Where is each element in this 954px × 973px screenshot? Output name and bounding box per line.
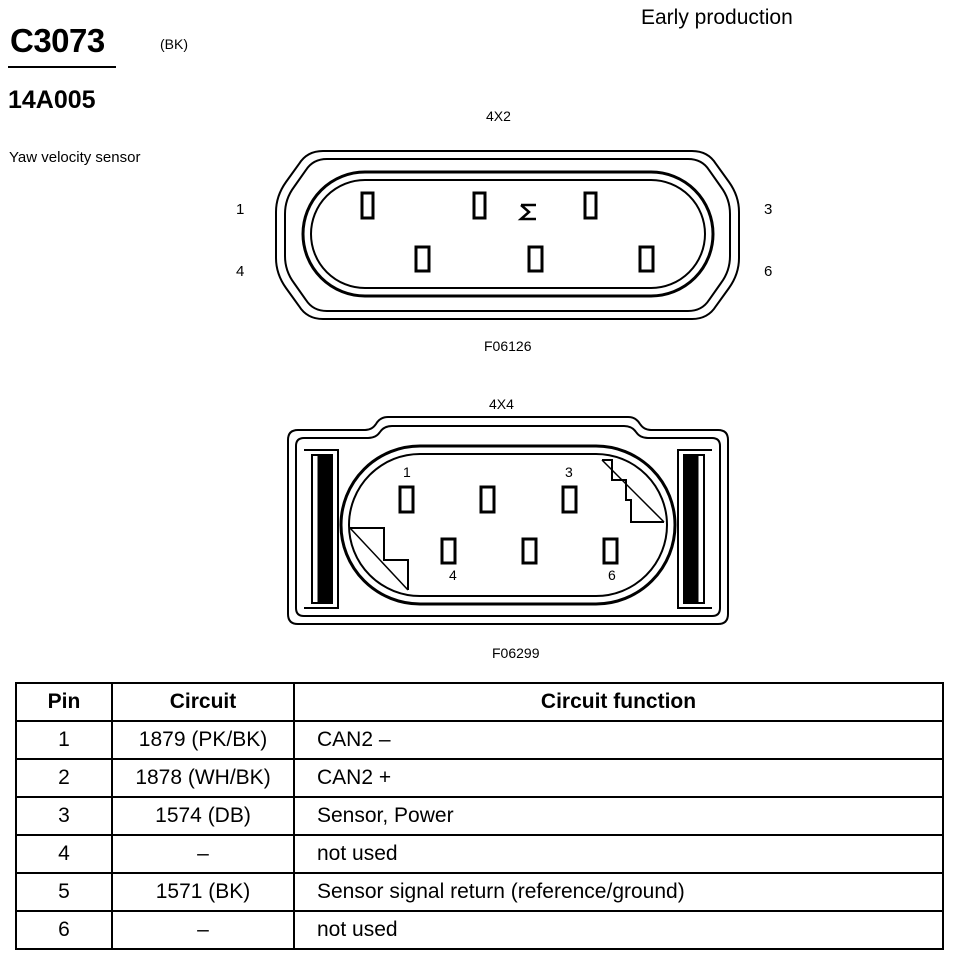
header-pin: Pin — [15, 682, 113, 722]
view-4x2-pin-cavity-5 — [527, 245, 544, 273]
view-4x2-pin-cavity-6 — [638, 245, 655, 273]
view-4x4-pin-cavity-4 — [440, 537, 457, 565]
view-4x2-pin-cavity-4 — [414, 245, 431, 273]
circuit-cell: 1574 (DB) — [111, 796, 295, 836]
pin-cell: 4 — [15, 834, 113, 874]
view-4x4-pin-label-1: 1 — [403, 464, 411, 480]
view-4x4-pin-cavity-1 — [398, 485, 415, 514]
view-4x2-pin-label-3: 3 — [764, 201, 773, 218]
view-4x4-type-label: 4X4 — [489, 396, 514, 412]
view-4x2-pin-label-6: 6 — [764, 263, 773, 280]
component-description: Yaw velocity sensor — [9, 149, 141, 166]
pin-cell: 2 — [15, 758, 113, 798]
table-row: 5 1571 (BK) Sensor signal return (refere… — [15, 872, 944, 912]
circuit-cell: 1879 (PK/BK) — [111, 720, 295, 760]
view-4x2-pin-cavity-1 — [360, 191, 375, 220]
table-row: 4 – not used — [15, 834, 944, 874]
view-4x4-figure-code: F06299 — [492, 645, 540, 661]
table-row: 1 1879 (PK/BK) CAN2 – — [15, 720, 944, 760]
view-4x4-pin-label-4: 4 — [449, 567, 457, 583]
header-circuit: Circuit — [111, 682, 295, 722]
view-4x2-type-label: 4X2 — [486, 108, 511, 124]
view-4x4-pin-label-6: 6 — [608, 567, 616, 583]
function-cell: Sensor signal return (reference/ground) — [293, 872, 944, 912]
connector-id-underline — [8, 66, 116, 68]
circuit-cell: 1571 (BK) — [111, 872, 295, 912]
view-4x2-pin-cavity-2 — [472, 191, 487, 220]
part-number: 14A005 — [8, 86, 96, 114]
view-4x4-pin-cavity-2 — [479, 485, 496, 514]
connector-id: C3073 — [10, 22, 105, 59]
pinout-table: Pin Circuit Circuit function 1 1879 (PK/… — [15, 682, 944, 950]
function-cell: not used — [293, 910, 944, 950]
view-4x2-pin-cavity-3 — [583, 191, 598, 220]
circuit-cell: – — [111, 834, 295, 874]
function-cell: Sensor, Power — [293, 796, 944, 836]
circuit-cell: 1878 (WH/BK) — [111, 758, 295, 798]
connector-color-code: (BK) — [160, 36, 188, 52]
circuit-cell: – — [111, 910, 295, 950]
view-4x2-pin-label-1: 1 — [236, 201, 245, 218]
table-row: 2 1878 (WH/BK) CAN2 + — [15, 758, 944, 798]
pin-cell: 1 — [15, 720, 113, 760]
view-4x4-pin-cavity-6 — [602, 537, 619, 565]
function-cell: CAN2 – — [293, 720, 944, 760]
view-4x4-pin-cavity-5 — [521, 537, 538, 565]
function-cell: not used — [293, 834, 944, 874]
sigma-symbol-icon — [517, 203, 536, 221]
function-cell: CAN2 + — [293, 758, 944, 798]
header-circuit-function: Circuit function — [293, 682, 944, 722]
pin-cell: 6 — [15, 910, 113, 950]
table-row: 3 1574 (DB) Sensor, Power — [15, 796, 944, 836]
pin-cell: 5 — [15, 872, 113, 912]
table-header-row: Pin Circuit Circuit function — [15, 682, 944, 722]
table-row: 6 – not used — [15, 910, 944, 950]
production-note: Early production — [641, 6, 793, 29]
view-4x4-pin-cavity-3 — [561, 485, 578, 514]
view-4x4-pin-label-3: 3 — [565, 464, 573, 480]
view-4x2-pin-label-4: 4 — [236, 263, 245, 280]
view-4x2-figure-code: F06126 — [484, 338, 532, 354]
pin-cell: 3 — [15, 796, 113, 836]
